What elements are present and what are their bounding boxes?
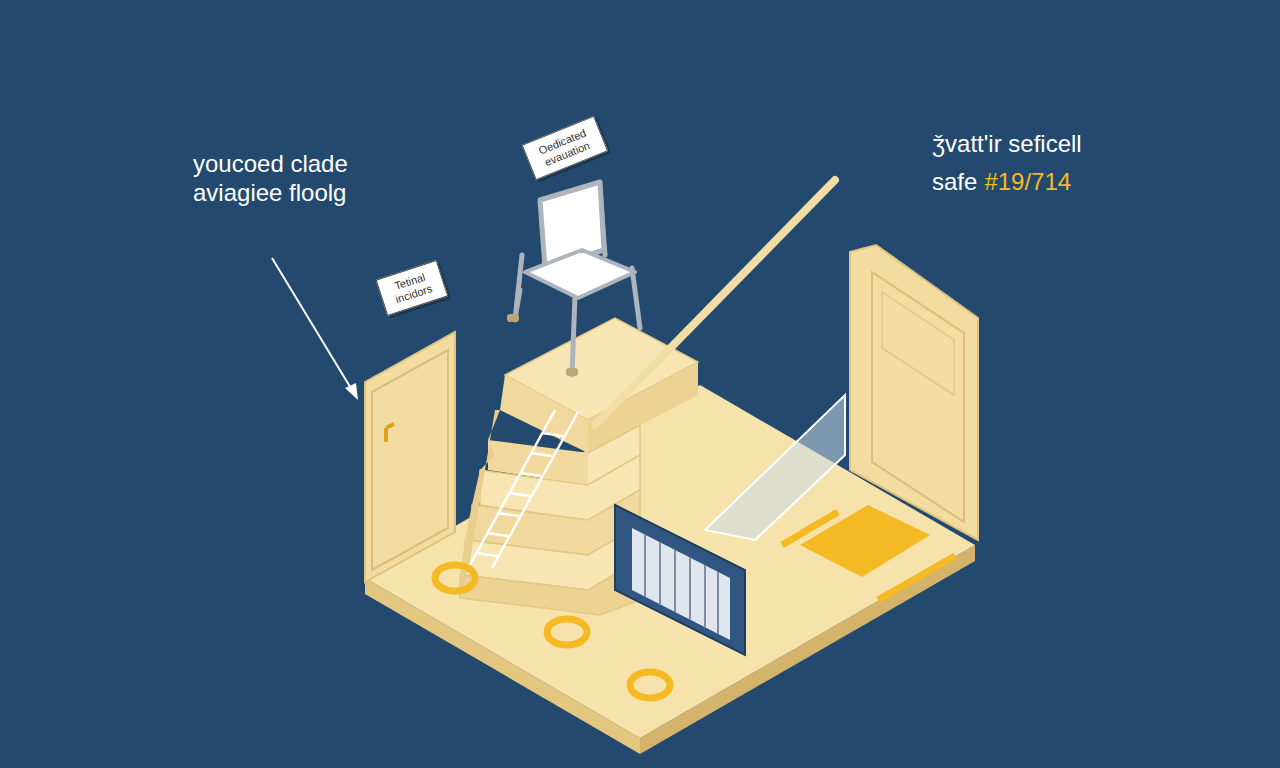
stair-lift-chair [507, 182, 640, 376]
reference-number: #19/714 [984, 168, 1071, 197]
left-wall [365, 332, 455, 582]
door [872, 272, 964, 522]
note-text: youcoed clade aviagiee floolg [193, 150, 411, 208]
floor-marking [878, 556, 955, 600]
note-text: safe [932, 168, 977, 197]
sign-board: Oedicated evauation [522, 116, 609, 181]
handrail [595, 180, 835, 425]
note-text: ǯvatt'ir seficell [932, 130, 1082, 159]
door-handle [386, 424, 394, 442]
floor-marker [435, 565, 670, 698]
floor-mat [800, 505, 930, 577]
stair-lift-rail [470, 410, 578, 568]
right-wall [850, 245, 978, 540]
sign-board: Tetinal incidors [376, 260, 449, 316]
floor-marking [782, 512, 838, 545]
sign-text: Tetinal incidors [384, 268, 440, 309]
sign-text: Oedicated evauation [530, 124, 599, 172]
leader-arrow [272, 258, 358, 400]
safety-gate [615, 505, 745, 655]
door [372, 350, 448, 570]
door-panel [882, 292, 954, 395]
